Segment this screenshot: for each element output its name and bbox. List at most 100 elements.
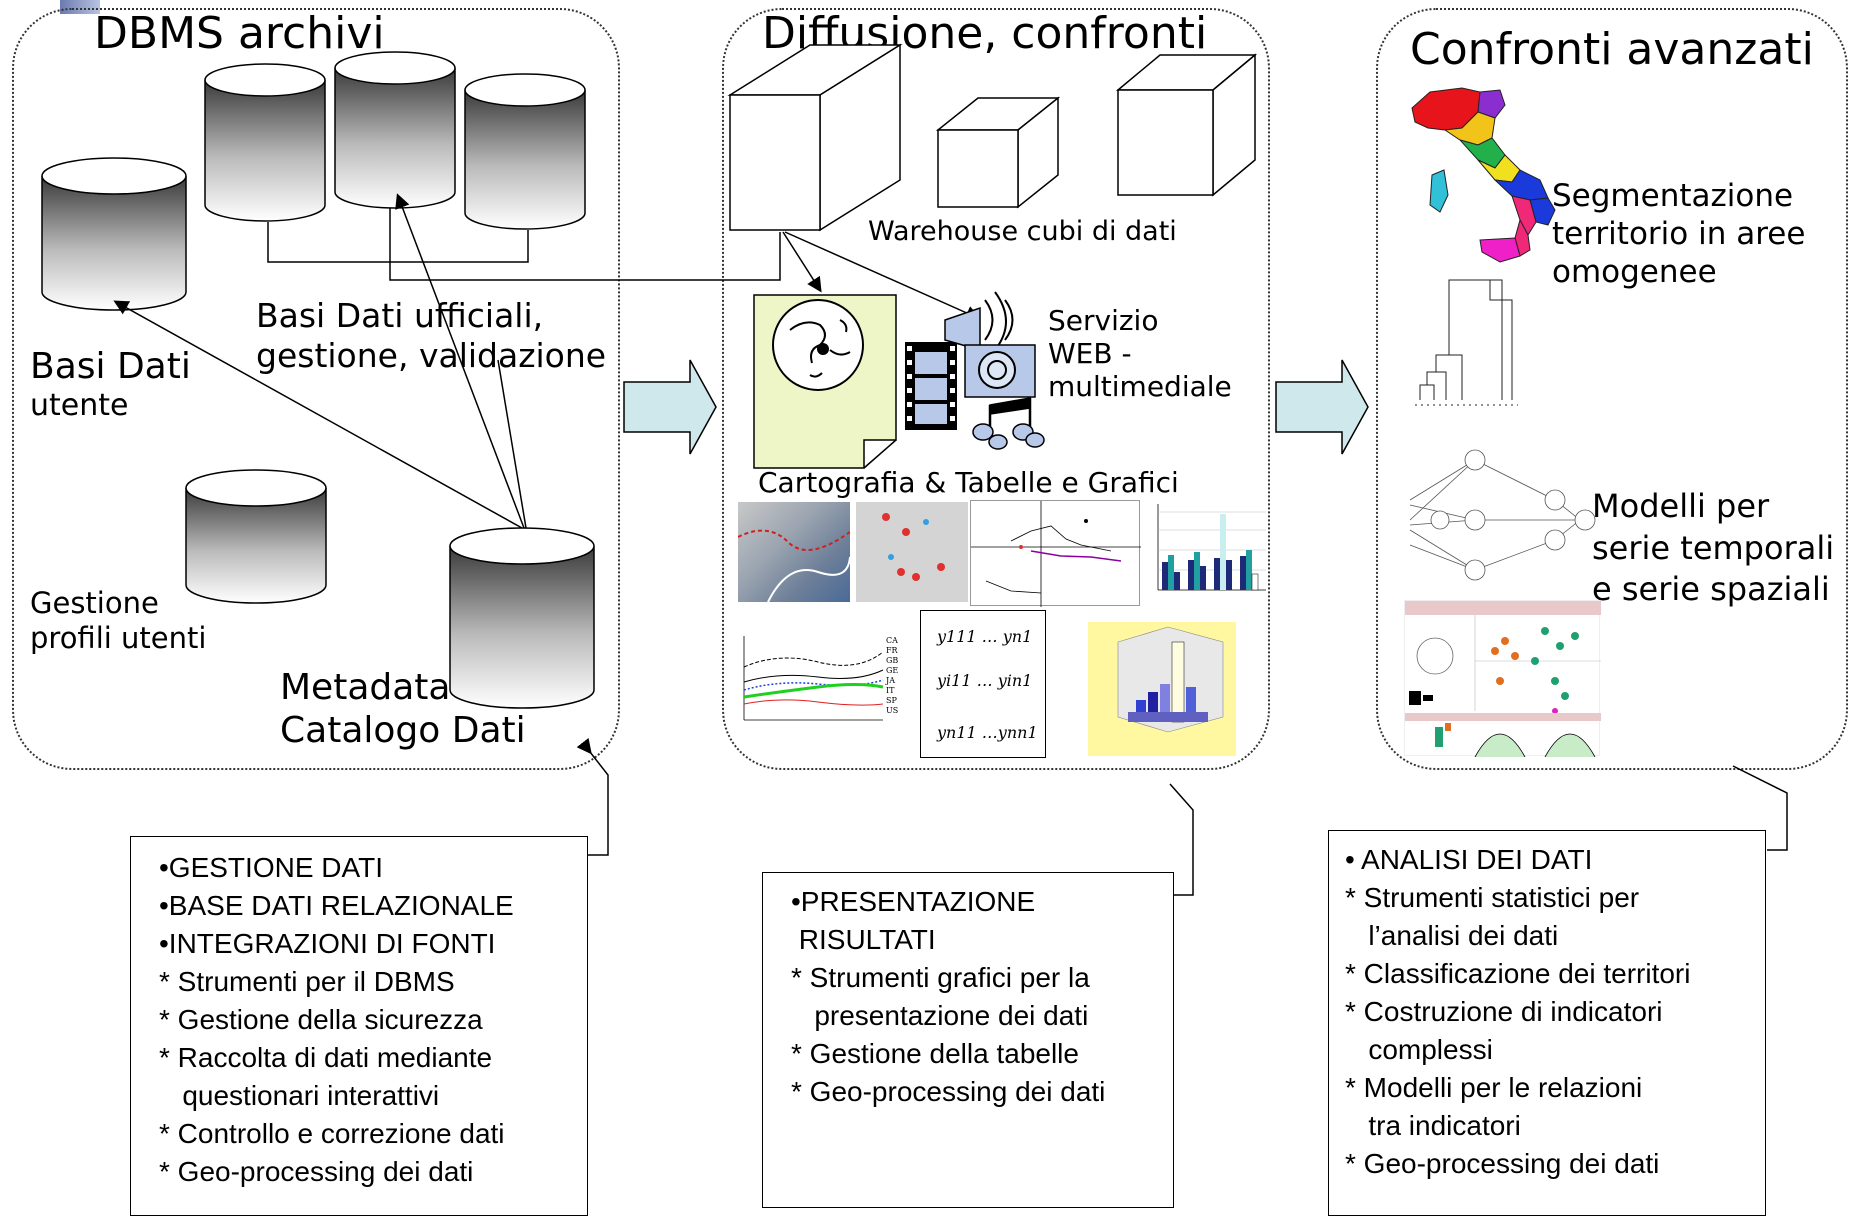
dendrogram-icon (1415, 279, 1518, 406)
box-line: presentazione dei dati (791, 1000, 1089, 1031)
database-cylinder-icon (204, 63, 326, 222)
matrix-row: yn11 …ynn1 (937, 723, 1038, 742)
box-line: •GESTIONE DATI (159, 852, 383, 883)
servizio-web-label: Servizio WEB - multimediale (1048, 304, 1232, 403)
box-line: l’analisi dei dati (1345, 920, 1559, 951)
matrix-row: yi11 … yin1 (937, 671, 1033, 690)
official-db-connector (267, 208, 781, 281)
database-cylinder-icon (41, 157, 187, 311)
modelli-label: Modelli per serie temporali e serie spaz… (1592, 486, 1834, 611)
basi-ufficiali-line: gestione, validazione (256, 335, 607, 375)
box-line: tra indicatori (1345, 1110, 1521, 1141)
cartografia-label: Cartografia & Tabelle e Grafici (758, 466, 1179, 499)
bar-chart-thumbnail (1142, 500, 1266, 606)
biplot-thumbnail (970, 500, 1141, 607)
box-line: •INTEGRAZIONI DI FONTI (159, 928, 496, 959)
servizio-line: multimediale (1048, 370, 1232, 404)
matrix-thumbnail: y111 … yn1 yi11 … yin1 yn11 …ynn1 (920, 610, 1046, 758)
line-chart-legend: CA FR GB GE JA IT SP US (886, 636, 898, 716)
flow-arrow-icon (623, 359, 717, 455)
3d-chart-thumbnail (1088, 622, 1236, 756)
box-line: * Raccolta di dati mediante (159, 1042, 493, 1073)
database-cylinder-icon (334, 51, 456, 209)
projector-icon (964, 344, 1036, 398)
legend-entry: IT (886, 686, 895, 695)
servizio-line: Servizio (1048, 304, 1159, 337)
warehouse-cube-icon (727, 43, 903, 232)
box-line: * Classificazione dei territori (1345, 958, 1691, 989)
data-cube-icon (935, 96, 1061, 209)
metadata-line: Catalogo Dati (280, 710, 526, 752)
servizio-line: WEB - (1048, 337, 1132, 371)
box-line: * Geo-processing dei dati (1345, 1148, 1660, 1179)
italy-map-icon (1411, 87, 1556, 263)
metadata-label: Metadata Catalogo Dati (280, 666, 526, 752)
box-line: * Controllo e correzione dati (159, 1118, 505, 1149)
speaker-icon (944, 291, 1014, 351)
dbms-title: DBMS archivi (94, 8, 385, 59)
box-line: * Gestione della tabelle (791, 1038, 1079, 1069)
metadata-arrow (113, 193, 527, 529)
line-chart-thumbnail: CA FR GB GE JA IT SP US (738, 632, 898, 730)
basi-utente-line: Basi Dati (30, 346, 191, 387)
film-strip-icon (905, 342, 957, 430)
box-line: * Gestione della sicurezza (159, 1004, 483, 1035)
segmentazione-line: Segmentazione (1552, 178, 1794, 214)
database-cylinder-icon (449, 527, 595, 709)
basi-ufficiali-line: Basi Dati ufficiali, (256, 296, 544, 335)
panel-confronti-avanzati (1376, 8, 1848, 770)
box-line: complessi (1345, 1034, 1493, 1065)
box-line: * Costruzione di indicatori (1345, 996, 1663, 1027)
box-line: * Geo-processing dei dati (159, 1156, 474, 1187)
matrix-row: y111 … yn1 (937, 627, 1033, 646)
neural-network-icon (1409, 449, 1596, 581)
map-thumbnail (738, 502, 850, 602)
gestione-profili-line: profili utenti (30, 620, 207, 655)
legend-entry: US (886, 706, 899, 715)
box-line: • ANALISI DEI DATI (1345, 844, 1593, 875)
presentazione-risultati-box: •PRESENTAZIONE RISULTATI * Strumenti gra… (762, 872, 1174, 1208)
music-note-icon (972, 397, 1045, 450)
map-document-icon (753, 294, 897, 469)
box-line: RISULTATI (791, 924, 936, 955)
database-cylinder-icon (185, 469, 327, 604)
box-line: •PRESENTAZIONE (791, 886, 1036, 917)
legend-entry: CA (886, 636, 898, 645)
multivariate-thumbnail (1404, 600, 1601, 757)
database-cylinder-icon (464, 73, 586, 230)
gestione-profili-label: Gestione profili utenti (30, 586, 206, 656)
legend-entry: SP (886, 696, 897, 705)
legend-entry: GE (886, 666, 899, 675)
gestione-profili-line: Gestione (30, 586, 159, 620)
basi-ufficiali-label: Basi Dati ufficiali, gestione, validazio… (256, 296, 606, 375)
box-line: * Modelli per le relazioni (1345, 1072, 1643, 1103)
legend-entry: JA (886, 676, 895, 685)
analisi-dati-box: • ANALISI DEI DATI * Strumenti statistic… (1328, 830, 1766, 1216)
legend-entry: FR (886, 646, 898, 655)
modelli-line: Modelli per (1592, 487, 1770, 525)
confronti-title: Confronti avanzati (1410, 24, 1814, 75)
flow-arrow-icon (1275, 359, 1369, 455)
warehouse-label: Warehouse cubi di dati (868, 216, 1177, 247)
panel-dbms-archivi (12, 8, 620, 770)
callout-connector (576, 737, 1788, 896)
box-line: questionari interattivi (159, 1080, 440, 1111)
basi-utente-line: utente (30, 388, 129, 424)
box-line: * Strumenti grafici per la (791, 962, 1090, 993)
warehouse-arrow (782, 231, 981, 320)
panel-diffusione-confronti (722, 8, 1270, 770)
modelli-line: serie temporali (1592, 528, 1835, 567)
legend-entry: GB (886, 656, 899, 665)
box-line: * Geo-processing dei dati (791, 1076, 1106, 1107)
segmentazione-line: territorio in aree (1552, 215, 1806, 252)
box-line: •BASE DATI RELAZIONALE (159, 890, 514, 921)
segmentazione-label: Segmentazione territorio in aree omogene… (1552, 178, 1805, 291)
gestione-dati-box: •GESTIONE DATI •BASE DATI RELAZIONALE •I… (130, 836, 588, 1216)
metadata-line: Metadata (280, 667, 451, 708)
segmentazione-line: omogenee (1552, 253, 1717, 290)
box-line: * Strumenti per il DBMS (159, 966, 455, 997)
scatter-map-thumbnail (856, 502, 968, 602)
modelli-line: e serie spaziali (1592, 570, 1830, 609)
data-cube-icon (1115, 53, 1258, 197)
